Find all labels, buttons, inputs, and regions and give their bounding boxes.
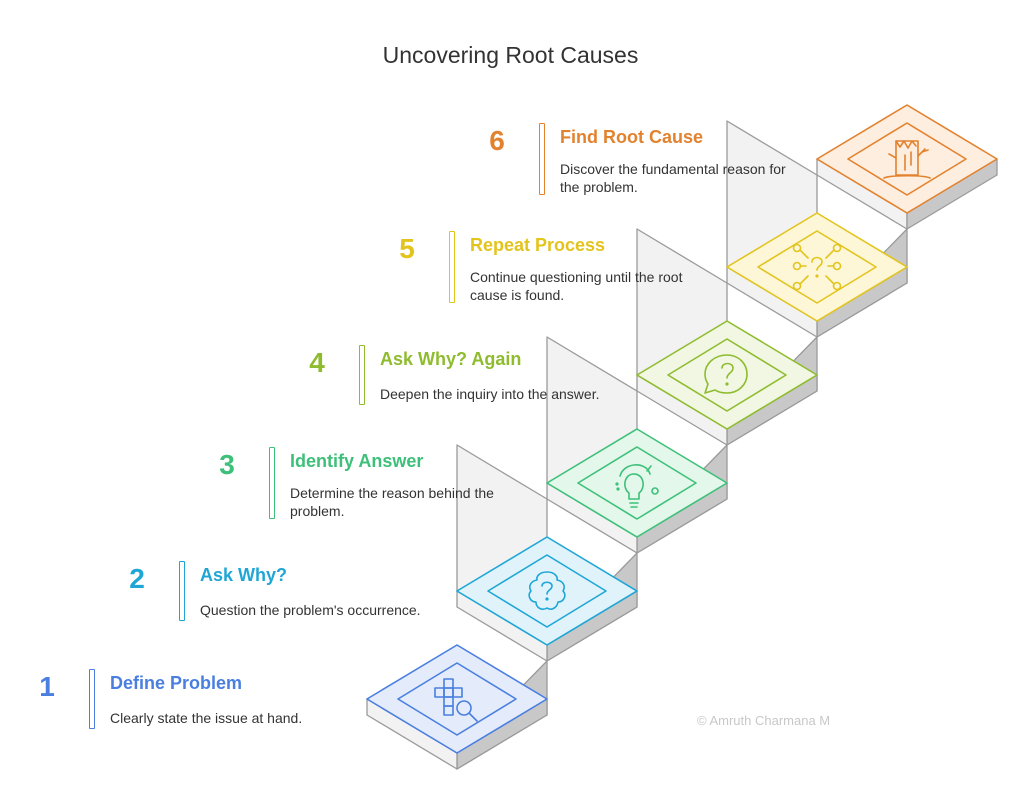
step-description: Deepen the inquiry into the answer. (380, 386, 600, 402)
step-accent-bar (449, 231, 455, 303)
step-number: 1 (39, 671, 55, 702)
stair-1 (366, 644, 548, 770)
step-description: Continue questioning until the root caus… (470, 269, 683, 303)
step-description: Clearly state the issue at hand. (110, 710, 303, 726)
step-number: 4 (309, 347, 325, 378)
step-accent-bar (89, 669, 95, 729)
step-accent-bar (539, 123, 545, 195)
step-accent-bar (359, 345, 365, 405)
stair-6 (816, 104, 998, 230)
diagram-title: Uncovering Root Causes (382, 42, 639, 68)
speech-question-icon (704, 354, 748, 394)
stair-4 (636, 320, 818, 446)
question-network-icon (792, 243, 842, 291)
step-title: Ask Why? (200, 565, 288, 585)
step-title: Find Root Cause (560, 127, 703, 147)
stair-3 (546, 428, 728, 554)
step-description: Determine the reason behind the problem. (290, 485, 494, 519)
stair-5 (726, 212, 908, 338)
step-number: 3 (219, 449, 235, 480)
lightbulb-icon (615, 464, 659, 508)
step-number: 6 (489, 125, 505, 156)
step-title: Define Problem (110, 673, 243, 693)
tree-stump-icon (883, 140, 931, 179)
step-title: Ask Why? Again (380, 349, 522, 369)
stair-2 (456, 536, 638, 662)
crossword-search-icon (434, 678, 478, 722)
question-bubble-icon (528, 571, 566, 610)
copyright-credit: © Amruth Charmana M (697, 713, 831, 728)
step-title: Repeat Process (470, 235, 606, 255)
step-number: 5 (399, 233, 415, 264)
step-description: Question the problem's occurrence. (200, 602, 421, 618)
step-accent-bar (269, 447, 275, 519)
step-accent-bar (179, 561, 185, 621)
step-description: Discover the fundamental reason for the … (560, 161, 786, 195)
step-number: 2 (129, 563, 145, 594)
step-title: Identify Answer (290, 451, 424, 471)
